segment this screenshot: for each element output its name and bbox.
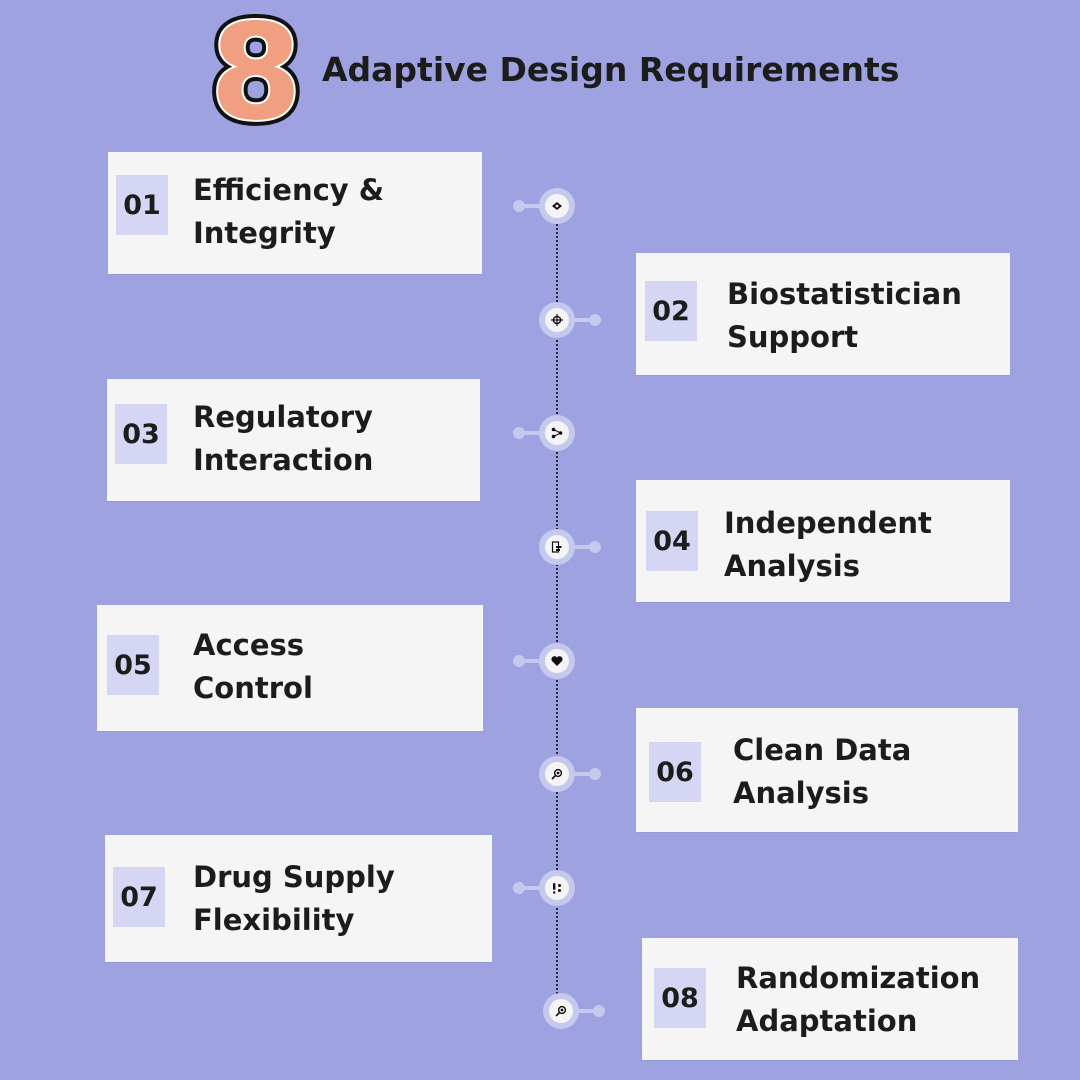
node-connector — [513, 882, 547, 894]
card-label-line1: Access — [193, 628, 305, 662]
requirement-card-07: 07 Drug Supply Flexibility — [105, 835, 492, 962]
card-number: 08 — [654, 968, 706, 1028]
card-label: Biostatistician Support — [727, 273, 962, 359]
heart-icon — [551, 652, 563, 671]
pen-nib-icon — [551, 197, 563, 216]
node-connector — [567, 541, 601, 553]
card-label-line1: Independent — [724, 506, 932, 540]
document-chart-icon — [551, 538, 563, 557]
card-label-line1: Biostatistician — [727, 277, 962, 311]
timeline-node-06 — [539, 756, 601, 792]
card-label: Independent Analysis — [724, 502, 932, 588]
card-label-line1: Drug Supply — [193, 860, 395, 894]
timeline-node-01 — [513, 188, 575, 224]
card-label: Drug Supply Flexibility — [193, 856, 395, 942]
card-label: Access Control — [193, 624, 313, 710]
magnifier-icon — [555, 1002, 567, 1021]
card-number: 07 — [113, 867, 165, 927]
card-number: 06 — [649, 742, 701, 802]
card-label-line2: Flexibility — [193, 903, 355, 937]
pills-icon — [551, 879, 563, 898]
card-label-line2: Analysis — [733, 776, 869, 810]
card-label: Efficiency & Integrity — [193, 169, 384, 255]
card-label-line2: Control — [193, 671, 313, 705]
timeline-node-08 — [543, 993, 605, 1029]
card-label: Randomization Adaptation — [736, 957, 980, 1043]
timeline-node-04 — [539, 529, 601, 565]
requirement-card-03: 03 Regulatory Interaction — [107, 379, 480, 501]
card-label-line2: Analysis — [724, 549, 860, 583]
node-connector — [513, 427, 547, 439]
card-label-line1: Clean Data — [733, 733, 912, 767]
card-label-line2: Support — [727, 320, 859, 354]
card-label-line1: Randomization — [736, 961, 981, 995]
timeline-node-03 — [513, 415, 575, 451]
node-connector — [567, 768, 601, 780]
requirement-card-01: 01 Efficiency & Integrity — [108, 152, 482, 274]
card-label: Clean Data Analysis — [733, 729, 911, 815]
node-connector — [567, 314, 601, 326]
card-label-line1: Regulatory — [193, 400, 373, 434]
card-label-line1: Efficiency & — [193, 173, 385, 207]
card-number: 04 — [646, 511, 698, 571]
timeline-node-07 — [513, 870, 575, 906]
card-label-line2: Adaptation — [736, 1004, 918, 1038]
big-number-text-highlight: 8 — [210, 0, 302, 150]
timeline-node-05 — [513, 643, 575, 679]
magnifier-icon — [551, 765, 563, 784]
card-number: 05 — [107, 635, 159, 695]
crosshair-icon — [551, 311, 563, 330]
timeline-line — [556, 205, 558, 1010]
requirement-card-05: 05 Access Control — [97, 605, 483, 731]
page-title: Adaptive Design Requirements — [322, 50, 900, 89]
card-number: 01 — [116, 175, 168, 235]
requirement-card-08: 08 Randomization Adaptation — [642, 938, 1018, 1060]
requirement-card-06: 06 Clean Data Analysis — [636, 708, 1018, 832]
timeline-node-02 — [539, 302, 601, 338]
card-number: 02 — [645, 281, 697, 341]
big-number-eight: 8 8 — [202, 0, 312, 156]
card-label: Regulatory Interaction — [193, 396, 373, 482]
card-label-line2: Interaction — [193, 443, 374, 477]
node-connector — [571, 1005, 605, 1017]
node-connector — [513, 655, 547, 667]
node-connector — [513, 200, 547, 212]
big-number-text: 8 — [210, 0, 302, 150]
card-label-line2: Integrity — [193, 216, 336, 250]
network-icon — [551, 424, 563, 443]
requirement-card-04: 04 Independent Analysis — [636, 480, 1010, 602]
card-number: 03 — [115, 404, 167, 464]
requirement-card-02: 02 Biostatistician Support — [636, 253, 1010, 375]
